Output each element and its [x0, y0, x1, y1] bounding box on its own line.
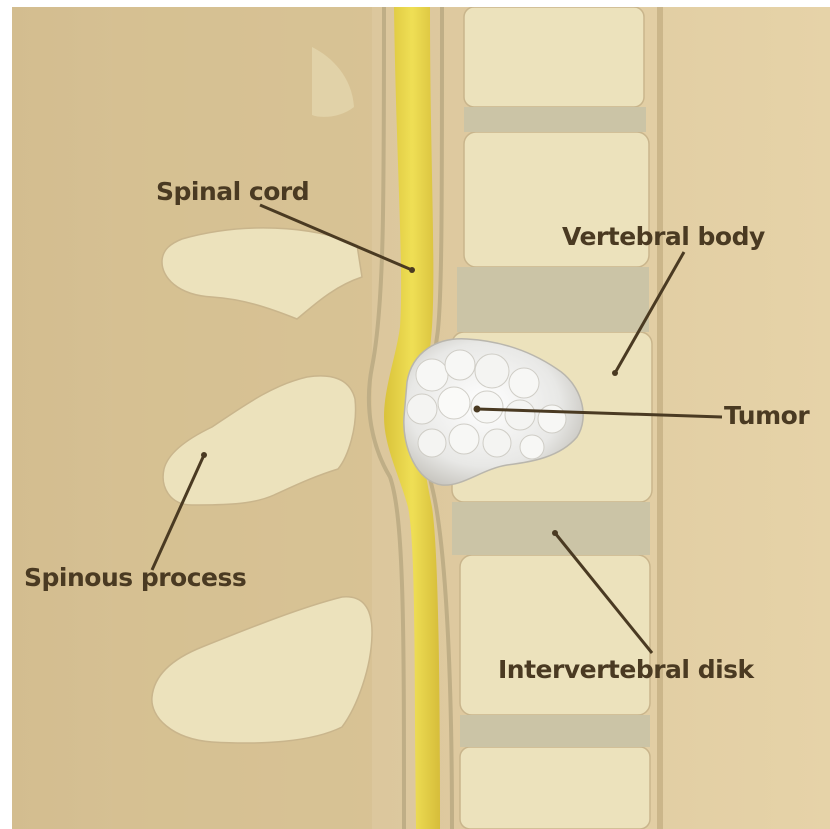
spine-illustration — [12, 7, 830, 829]
label-spinal-cord: Spinal cord — [156, 177, 309, 206]
leader-intervertebral-disk-dot — [552, 530, 558, 536]
vertebral-body-5 — [460, 747, 650, 829]
leader-spinal-cord-dot — [409, 267, 415, 273]
label-spinous-process: Spinous process — [24, 563, 246, 592]
leader-vertebral-body-dot — [612, 370, 618, 376]
intervertebral-disk-1 — [464, 107, 646, 132]
vertebral-body-4 — [460, 555, 650, 715]
intervertebral-disk-4 — [460, 715, 650, 747]
vertebral-body-1 — [464, 7, 644, 107]
intervertebral-disk-2 — [457, 267, 649, 332]
illustration-frame: Spinal cord Vertebral body Tumor Spinous… — [12, 7, 830, 829]
label-tumor: Tumor — [724, 401, 809, 430]
label-vertebral-body: Vertebral body — [562, 222, 765, 251]
leader-spinous-process-dot — [201, 452, 207, 458]
leader-tumor-dot — [474, 406, 481, 413]
label-intervertebral-disk: Intervertebral disk — [498, 655, 754, 684]
intervertebral-disk-3 — [452, 502, 650, 555]
